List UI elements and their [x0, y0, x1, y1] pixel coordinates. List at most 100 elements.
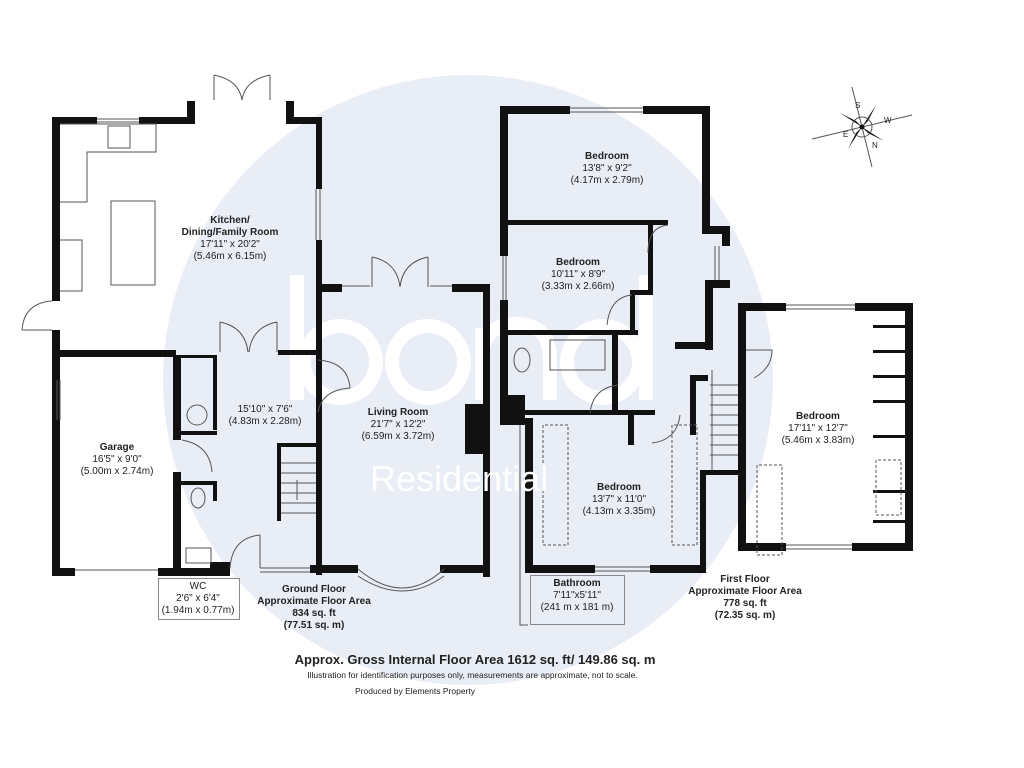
wall [483, 284, 490, 577]
room-kitchen: Kitchen/ Dining/Family Room 17'11" x 20'… [182, 215, 279, 263]
wall [158, 568, 230, 576]
worktop [60, 123, 157, 292]
room-imperial: 7'11"x5'11" [553, 590, 601, 601]
area-sqft: 834 sq. ft [292, 608, 336, 619]
wardrobe-walls [873, 325, 908, 523]
room-imperial: 16'5" x 9'0" [92, 454, 142, 465]
area-title: Ground Floor [282, 584, 346, 595]
wall [643, 106, 710, 114]
ground-floor-area: Ground Floor Approximate Floor Area 834 … [257, 584, 371, 632]
wall [181, 481, 217, 485]
watermark-brand-logo [290, 275, 653, 405]
first-floor-walls [500, 106, 913, 573]
wall [738, 543, 786, 551]
wall [52, 117, 60, 301]
first-floor-area: First Floor Approximate Floor Area 778 s… [688, 574, 802, 622]
compass-w: W [884, 116, 892, 125]
wall [650, 565, 706, 573]
wall [503, 395, 525, 425]
gross-area: Approx. Gross Internal Floor Area 1612 s… [294, 652, 656, 667]
room-name: Garage [99, 442, 135, 453]
wall [508, 220, 668, 225]
area-title: First Floor [720, 574, 770, 585]
kitchen-island [110, 200, 156, 286]
wall [310, 565, 358, 573]
watermark-sub: Residential [370, 458, 549, 499]
room-bedroom-4: Bedroom 17'11" x 12'7" (5.46m x 3.83m) [782, 411, 855, 447]
room-metric: (5.00m x 2.74m) [80, 466, 154, 477]
wall [139, 117, 191, 124]
room-bedroom-1: Bedroom 13'8" x 9'2" (4.17m x 2.79m) [571, 151, 644, 187]
wall [286, 101, 294, 124]
front-door [229, 534, 261, 569]
fireplace [465, 404, 483, 454]
side-door [21, 300, 53, 331]
wall [705, 470, 740, 475]
room-imperial: 17'11" x 12'7" [788, 423, 848, 434]
wall [612, 335, 618, 415]
area-sqm: (72.35 sq. m) [714, 610, 776, 621]
first-floor-details [502, 107, 902, 626]
wall [508, 330, 638, 335]
logo-letter-o [385, 319, 471, 405]
boiler [186, 404, 208, 426]
wall [52, 568, 75, 576]
room-metric: (5.46m x 3.83m) [781, 435, 855, 446]
room-bedroom-3: Bedroom 13'7" x 11'0" (4.13m x 3.35m) [583, 482, 656, 518]
wall [52, 330, 60, 575]
wc-door [181, 439, 213, 473]
sink [107, 125, 131, 149]
staircase [281, 462, 316, 514]
wall [52, 350, 176, 357]
door-arc [589, 224, 773, 444]
wall [700, 470, 706, 573]
wall [181, 355, 217, 358]
wall [738, 303, 786, 311]
loft-eaves [542, 424, 902, 556]
room-garage: Garage 16'5" x 9'0" (5.00m x 2.74m) [81, 442, 154, 478]
wall [277, 443, 317, 447]
bathroom-label-box [530, 575, 625, 625]
ground-floor-details [21, 74, 452, 592]
room-living: Living Room 21'7" x 12'2" (6.59m x 3.72m… [362, 407, 435, 443]
bay-window [357, 568, 445, 592]
wall [500, 300, 508, 338]
area-sub: Approximate Floor Area [257, 596, 371, 607]
disclaimer: Illustration for identification purposes… [307, 670, 638, 680]
producer: Produced by Elements Property [354, 686, 475, 696]
wall [286, 117, 322, 124]
room-imperial: 15'10" x 7'6" [237, 404, 293, 415]
room-metric: (4.83m x 2.28m) [228, 416, 302, 427]
wall [705, 280, 730, 288]
compass-rose-icon [811, 86, 913, 168]
room-bedroom-2: Bedroom 10'11" x 8'9" (3.33m x 2.66m) [542, 257, 615, 293]
wall [440, 565, 490, 573]
room-metric: (3.33m x 2.66m) [541, 281, 615, 292]
hall-door [219, 321, 278, 353]
wall [702, 106, 710, 226]
toilet [190, 487, 206, 509]
wall [277, 443, 281, 521]
wall [500, 106, 570, 114]
wall [690, 375, 708, 381]
wall [852, 543, 913, 551]
room-imperial: 17'11" x 20'2" [200, 239, 260, 250]
wall [690, 375, 696, 435]
room-metric: (6.59m x 3.72m) [361, 431, 435, 442]
area-sqft: 778 sq. ft [723, 598, 767, 609]
basin [185, 547, 212, 564]
room-name: Bedroom [597, 482, 641, 493]
wall [173, 355, 181, 440]
room-imperial: 21'7" x 12'2" [370, 419, 426, 430]
room-name: Dining/Family Room [181, 227, 279, 238]
wc-label-box [158, 578, 240, 620]
bath [549, 339, 606, 371]
room-name: Bedroom [556, 257, 600, 268]
room-metric: (4.13m x 3.35m) [582, 506, 656, 517]
french-door-living [371, 256, 429, 288]
wall [630, 290, 635, 335]
wall [316, 284, 342, 292]
bathroom-leader [519, 425, 528, 626]
